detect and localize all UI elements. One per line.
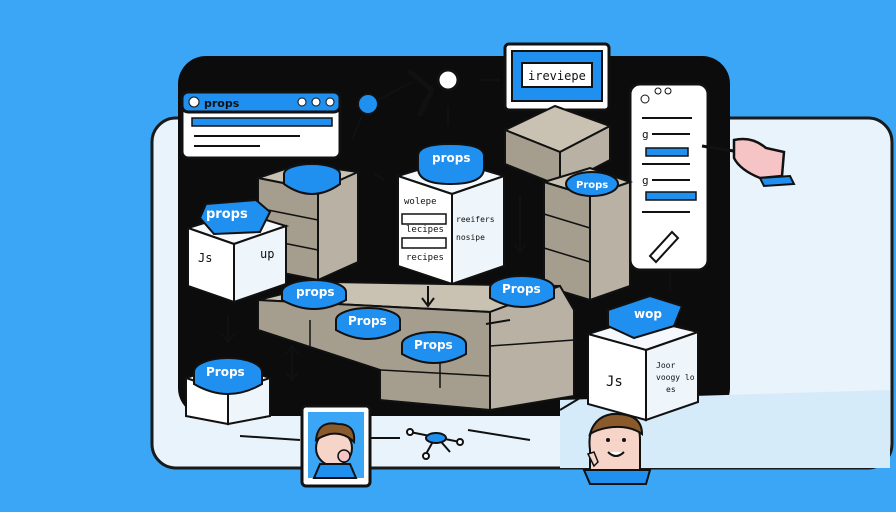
phone-dot-icon — [640, 94, 650, 104]
doc-scribble-2: nosipe — [456, 233, 485, 242]
props-disc-label: Props — [348, 314, 387, 328]
phone-line-1: g — [642, 128, 649, 141]
props-right-stack-label: Props — [576, 180, 608, 191]
scribble-right-3: es — [666, 385, 676, 394]
document-box-center: props wolepe lecipes recipes reeifers no… — [394, 142, 508, 286]
window-dot-icon — [297, 97, 307, 107]
doc-line-3: recipes — [406, 253, 444, 263]
phone-dot-icon — [654, 87, 662, 95]
props-disc-label: Props — [502, 282, 541, 296]
window-props-label: props — [204, 97, 240, 110]
scribble-right-1: Joor — [656, 361, 675, 370]
character-in-frame — [300, 404, 372, 488]
window-logo-icon — [188, 96, 200, 108]
doc-line-1: wolepe — [404, 197, 437, 207]
props-disc-label: Props — [414, 338, 453, 352]
window-dot-icon — [311, 97, 321, 107]
wop-right-label: wop — [634, 307, 662, 321]
props-disc: Props — [489, 275, 555, 308]
white-box-right: wop Js Joor voogy lo es — [584, 294, 702, 422]
scribble-right-2: voogy lo — [656, 373, 695, 382]
white-box-bottom-left: Props — [182, 357, 274, 426]
grey-box-stack-right: Props — [540, 166, 634, 302]
monitor: ireviepe — [503, 42, 611, 127]
props-left-box-label: props — [206, 207, 248, 222]
pencil-icon — [648, 230, 680, 264]
hub-node-icon — [436, 68, 460, 92]
phone-document: g g — [628, 82, 710, 272]
props-disc: props — [281, 279, 347, 310]
props-top-box-label: props — [432, 151, 470, 165]
doc-scribble-1: reeifers — [456, 215, 495, 224]
window-dot-icon — [325, 97, 335, 107]
props-bottom-left-label: Props — [206, 365, 245, 379]
hand-with-pen — [701, 137, 796, 188]
white-box-left: props Js up — [184, 198, 290, 304]
flow-arrows — [221, 173, 581, 441]
browser-window: props — [180, 90, 342, 160]
js-right-label: Js — [606, 374, 623, 390]
props-disc: Props — [335, 307, 401, 340]
network-node-icon — [406, 428, 464, 460]
node-icon — [357, 93, 379, 115]
props-disc-label: props — [296, 285, 334, 299]
phone-dot-icon — [664, 87, 672, 95]
props-disc: Props — [401, 331, 467, 364]
grey-box-stack-top — [502, 104, 613, 188]
character-waving — [582, 412, 652, 485]
js-left-label: Js — [198, 251, 212, 265]
doc-line-2: lecipes — [406, 225, 444, 235]
monitor-text: ireviepe — [528, 69, 586, 83]
phone-line-2: g — [642, 174, 649, 187]
up-left-label: up — [260, 247, 274, 261]
